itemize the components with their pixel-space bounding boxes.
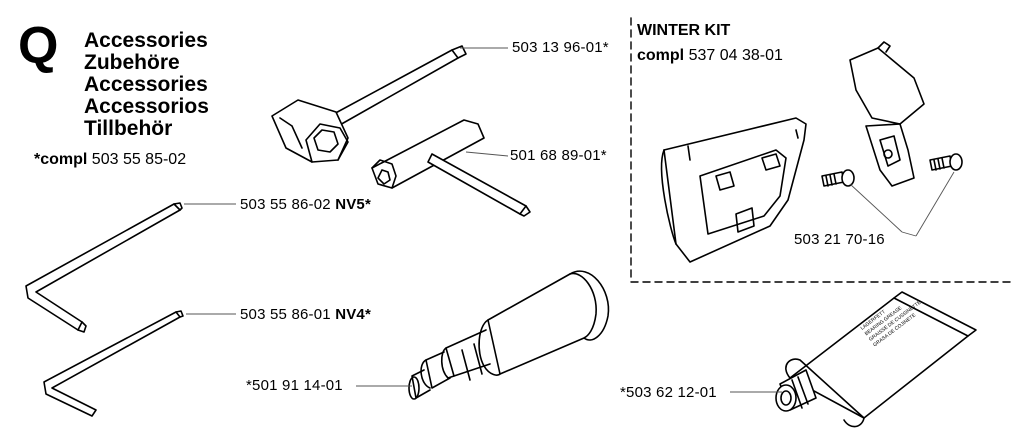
part-number-t-wrench: 501 68 89-01* [510, 147, 607, 164]
winter-kit-border [630, 17, 1011, 283]
hex-key-nv4-icon [43, 310, 184, 417]
title-fr: Accessories [84, 73, 208, 96]
part-number-spark-plug-wrench: 503 13 96-01* [512, 39, 609, 56]
part-number: 503 55 86-02 [240, 196, 331, 213]
winter-kit-number: compl 537 04 38-01 [637, 47, 783, 65]
part-number-grease-tube: *503 62 12-01 [620, 384, 717, 401]
part-number-hex-key-nv5: 503 55 86-02 NV5* [240, 196, 371, 213]
section-letter: Q [18, 17, 59, 75]
screw-icon [821, 169, 855, 187]
screw-icon [929, 153, 963, 171]
winter-kit-title: WINTER KIT [637, 22, 731, 39]
starter-tool-icon [408, 270, 610, 400]
winter-kit-cover-icon [660, 117, 807, 263]
part-number-starter-tool: *501 91 14-01 [246, 377, 343, 394]
spark-plug-wrench-icon [271, 45, 467, 163]
title-de: Zubehöre [84, 51, 180, 74]
compl-number: 503 55 85-02 [91, 151, 187, 168]
part-size: NV5* [335, 196, 372, 213]
title-en: Accessories [84, 29, 208, 52]
part-number-hex-key-nv4: 503 55 86-01 NV4* [240, 306, 371, 323]
winter-kit-shutter-icon [849, 41, 925, 187]
part-size: NV4* [335, 306, 372, 323]
compl-prefix: *compl [34, 151, 88, 168]
compl-number: 537 04 38-01 [688, 47, 783, 64]
part-number: 503 55 86-01 [240, 306, 331, 323]
complete-kit-number: *compl 503 55 85-02 [34, 151, 186, 169]
section-titles: Accessories Zubehöre Accessories Accesso… [84, 30, 209, 140]
title-sv: Tillbehör [84, 117, 173, 140]
compl-prefix: compl [637, 47, 685, 64]
t-wrench-icon [371, 119, 531, 217]
part-number-screw: 503 21 70-16 [794, 231, 885, 248]
grease-tube-icon [775, 291, 977, 428]
leader-lines [184, 47, 955, 393]
title-es: Accessorios [84, 95, 209, 118]
hex-key-nv5-icon [25, 202, 183, 333]
